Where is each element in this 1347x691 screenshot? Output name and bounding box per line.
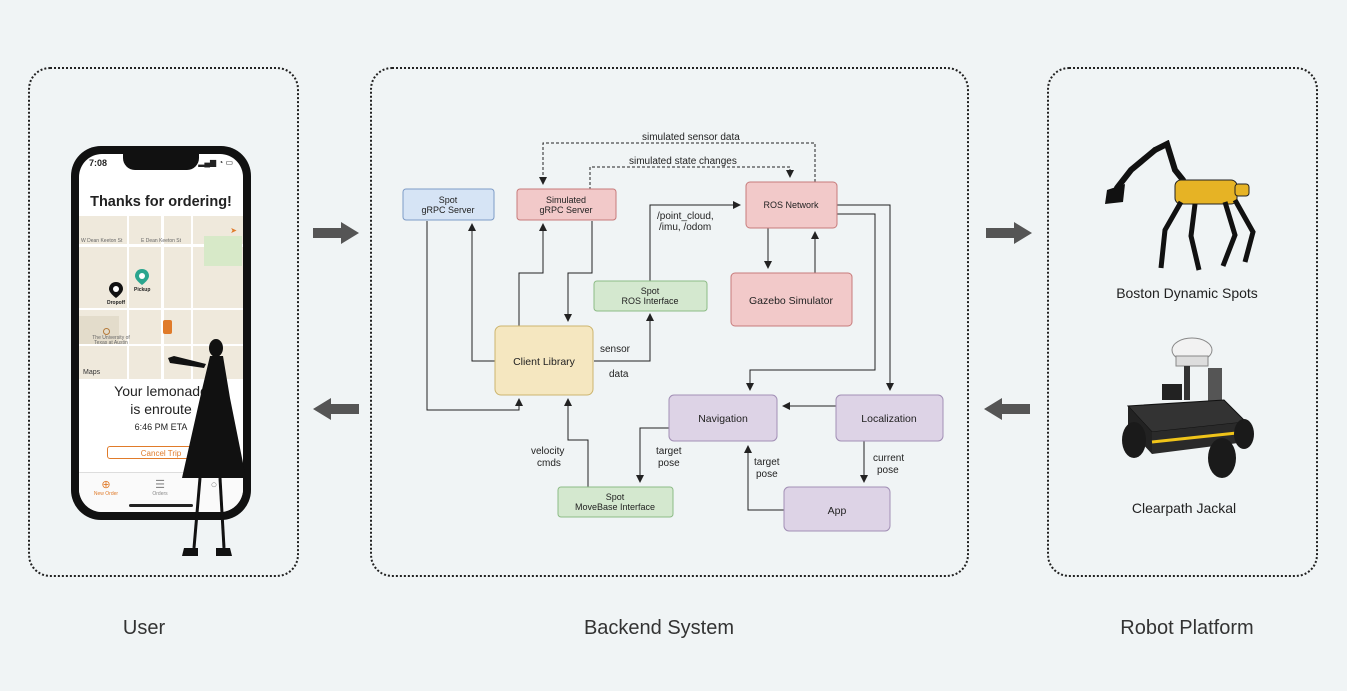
node-label: gRPC Server — [539, 205, 592, 215]
person-silhouette — [168, 339, 246, 556]
edge-label: /point_cloud, — [657, 211, 714, 222]
university-marker-icon — [103, 328, 110, 335]
node-label: Spot — [641, 286, 660, 296]
edge-label: pose — [658, 458, 680, 469]
node-spot-grpc-server — [402, 188, 495, 221]
architecture-diagram: Spot gRPC Server Simulated gRPC Server R… — [402, 132, 944, 532]
edge-label: /imu, /odom — [659, 222, 711, 233]
edge-label: pose — [756, 469, 778, 480]
node-client-library — [494, 325, 594, 396]
node-label: ROS Interface — [621, 296, 678, 306]
edge-label: target — [656, 446, 682, 457]
node-app — [783, 486, 891, 532]
backend-panel — [370, 67, 969, 577]
edge-sim-server-to-client — [564, 221, 593, 322]
jackal-robot-label: Clearpath Jackal — [1131, 500, 1237, 516]
node-label: Client Library — [513, 356, 576, 368]
plus-circle-icon: ⊕ — [101, 479, 111, 491]
edge-simulated-sensor-data — [539, 142, 816, 185]
status-icons: ▂▄▆ ◔ ▭ — [198, 158, 233, 167]
tab-bar: ⊕ New Order ☰ Orders ○ — [79, 472, 243, 512]
node-navigation — [668, 394, 778, 442]
node-label: App — [828, 505, 847, 517]
status-message: Your lemonade is enroute — [114, 383, 208, 417]
location-arrow-icon[interactable]: ➤ — [230, 226, 237, 235]
edge-label: data — [609, 369, 629, 380]
edge-movebase-to-client — [564, 398, 589, 487]
edge-label: simulated state changes — [629, 156, 737, 167]
node-gazebo-simulator — [730, 272, 853, 327]
edge-label: sensor — [600, 344, 631, 355]
node-label: Spot — [606, 492, 625, 502]
pickup-label: Pickup — [134, 287, 151, 293]
edge-label: current — [873, 453, 904, 464]
edge-spot-server-to-client — [426, 221, 523, 411]
edge-client-to-sim-server — [518, 223, 547, 326]
university-label: The University of Texas at Austin — [92, 335, 130, 346]
edge-ros-interface-to-ros — [649, 201, 741, 281]
node-spot-movebase-interface — [557, 486, 674, 518]
edge-label: pose — [877, 465, 899, 476]
node-label: Navigation — [698, 413, 748, 425]
edge-label: cmds — [537, 458, 561, 469]
node-label: Spot — [439, 195, 458, 205]
list-icon: ☰ — [155, 479, 165, 491]
edge-ros-to-localization — [837, 204, 894, 391]
tab-orders[interactable]: ☰ Orders — [135, 479, 185, 497]
street-label: W Dean Keeton St — [81, 238, 123, 244]
robot-panel — [1047, 67, 1318, 577]
edge-navigation-to-movebase — [636, 427, 669, 483]
arrow-right-icon — [986, 222, 1032, 244]
arrow-right-icon — [313, 222, 359, 244]
user-panel — [28, 67, 299, 577]
page-title: Thanks for ordering! — [90, 194, 232, 210]
node-localization — [835, 394, 944, 442]
node-label: Localization — [861, 413, 917, 425]
edge-ros-to-navigation — [746, 213, 876, 391]
node-ros-network — [745, 181, 838, 229]
phone-notch — [123, 154, 199, 170]
eta-text: 6:46 PM ETA — [134, 422, 188, 432]
street-label: E Dean Keeton St — [141, 238, 182, 244]
edge-simulated-state-changes — [589, 166, 794, 190]
edge-client-to-spot-server — [468, 223, 495, 362]
node-spot-ros-interface — [593, 280, 708, 312]
robot-marker-icon — [163, 320, 172, 334]
edge-app-to-navigation — [744, 445, 784, 511]
dropoff-pin-icon[interactable] — [109, 282, 123, 298]
profile-icon: ○ — [210, 479, 218, 491]
node-label: MoveBase Interface — [575, 502, 655, 512]
arrow-left-icon — [984, 398, 1030, 420]
edge-label: simulated sensor data — [642, 132, 740, 143]
status-time: 7:08 — [89, 158, 108, 168]
node-label: gRPC Server — [421, 205, 474, 215]
pickup-pin-icon[interactable] — [135, 269, 149, 285]
spot-robot-label: Boston Dynamic Spots — [1116, 285, 1258, 301]
tab-profile[interactable]: ○ — [189, 479, 239, 491]
edge-label: target — [754, 457, 780, 468]
edge-client-to-ros-interface — [594, 313, 654, 362]
jackal-robot-image — [1122, 337, 1254, 478]
robot-section-label: Robot Platform — [1120, 617, 1254, 639]
dropoff-label: Dropoff — [107, 300, 126, 306]
spot-robot-image — [1105, 140, 1256, 271]
edge-label: velocity — [531, 446, 564, 457]
node-label: ROS Network — [763, 200, 819, 210]
backend-section-label: Backend System — [583, 617, 735, 639]
home-indicator — [129, 504, 193, 507]
node-label: Gazebo Simulator — [749, 295, 834, 307]
maps-logo: Maps — [83, 369, 101, 376]
node-label: Simulated — [546, 195, 586, 205]
user-section-label: User — [122, 617, 166, 639]
arrow-left-icon — [313, 398, 359, 420]
node-simulated-grpc-server — [516, 188, 617, 221]
tab-new-order[interactable]: ⊕ New Order — [81, 479, 131, 497]
